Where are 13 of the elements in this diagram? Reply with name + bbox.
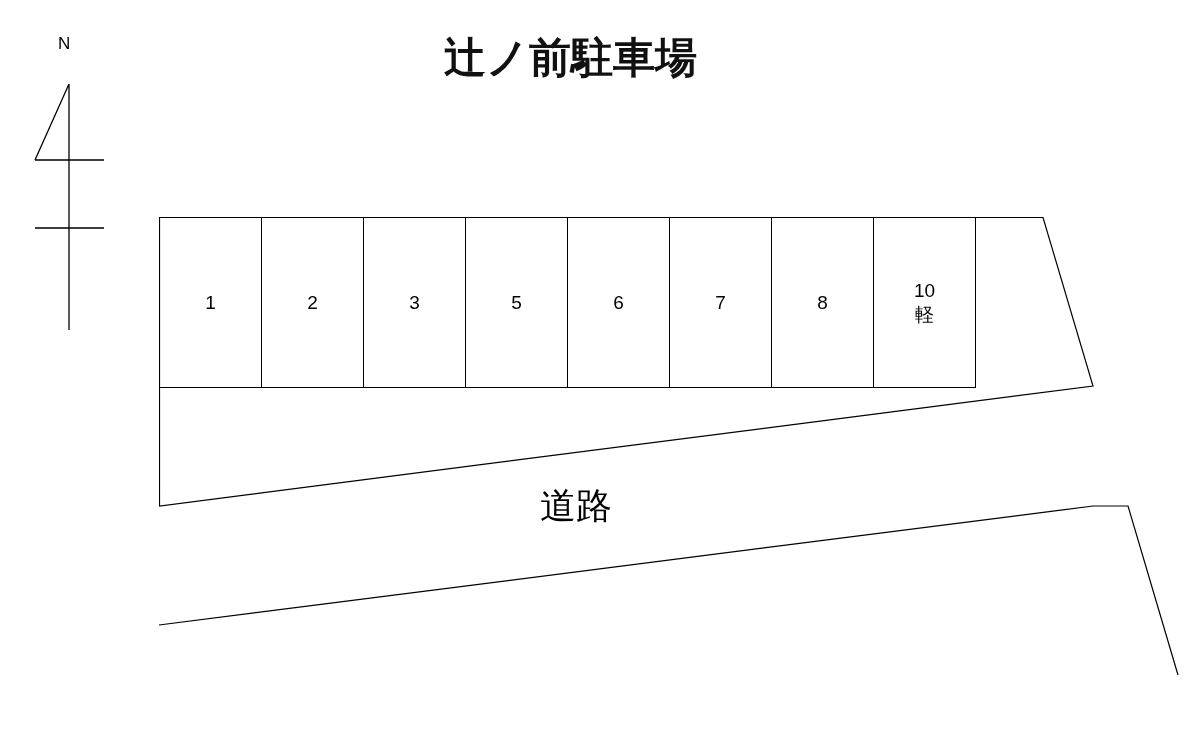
space-label: 2	[307, 290, 318, 315]
title: 辻ノ前駐車場	[442, 32, 698, 84]
space-label: 5	[511, 290, 522, 315]
space-label: 1	[205, 290, 216, 315]
space-label: 3	[409, 290, 420, 315]
space-label: 軽	[915, 302, 934, 327]
road-label: 道路	[540, 484, 612, 528]
space-label: 6	[613, 290, 624, 315]
space-label: 7	[715, 290, 726, 315]
space-label: 8	[817, 290, 828, 315]
north-label: N	[58, 34, 71, 54]
space-label: 10	[913, 278, 936, 303]
parking-space	[873, 217, 976, 388]
